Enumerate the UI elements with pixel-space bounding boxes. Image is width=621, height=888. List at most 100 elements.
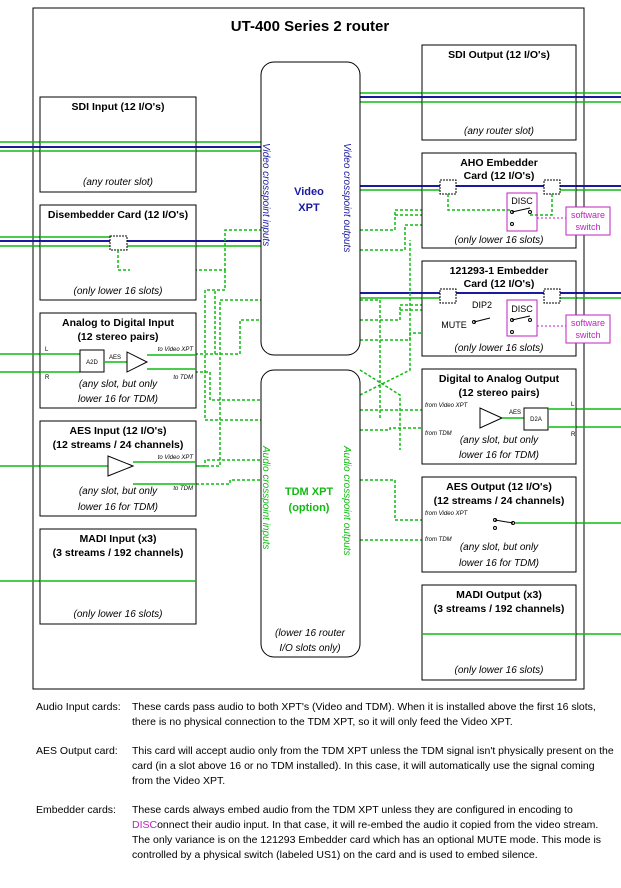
madi-input-card: MADI Input (x3) (3 streams / 192 channel…: [39, 528, 197, 625]
aes-input-card: AES Input (12 I/O's) (12 streams / 24 ch…: [39, 420, 197, 517]
madi-output-card: MADI Output (x3) (3 streams / 192 channe…: [421, 584, 577, 681]
sdi-input-card: SDI Input (12 I/O's) (any router slot): [39, 96, 197, 193]
aes-input-note-2: lower 16 for TDM): [78, 502, 158, 513]
dac-title: Digital to Analog Output: [439, 373, 560, 385]
madi-output-subtitle: (3 streams / 192 channels): [434, 603, 565, 615]
madi-input-title: MADI Input (x3): [80, 533, 157, 545]
tdm-xpt-note: (lower 16 router: [275, 628, 346, 639]
diagram-title: UT-400 Series 2 router: [231, 18, 390, 35]
aes-output-from-video: from Video XPT: [425, 511, 469, 517]
adc-note: (any slot, but only: [79, 379, 158, 390]
adc-note-2: lower 16 for TDM): [78, 394, 158, 405]
audio-bus-lines: [0, 92, 621, 635]
dac-from-video: from Video XPT: [425, 403, 469, 409]
aho-software-label: software: [571, 210, 605, 220]
dac-note: (any slot, but only: [460, 435, 539, 446]
aes-input-to-tdm: to TDM: [173, 486, 193, 492]
disc-highlight: DISC: [132, 819, 158, 831]
note-key: AES Output card:: [36, 745, 118, 757]
madi-output-note: (only lower 16 slots): [455, 665, 544, 676]
disembedder-card: Disembedder Card (12 I/O's) (only lower …: [39, 204, 197, 301]
note-text-part: onnect their audio input. In that case, …: [132, 819, 602, 861]
madi-input-subtitle: (3 streams / 192 channels): [53, 547, 184, 559]
emb-software-switch: [565, 314, 611, 344]
aes-output-title: AES Output (12 I/O's): [446, 481, 552, 493]
d2a-amplifier: [479, 407, 504, 429]
a2d-amplifier: [126, 351, 149, 373]
sdi-output-card: SDI Output (12 I/O's) (any router slot): [421, 44, 577, 141]
note-key: Audio Input cards:: [36, 701, 121, 713]
tdm-xpt-outputs-label: Audio crosspoint outputs: [341, 445, 352, 556]
madi-output-title: MADI Output (x3): [456, 589, 542, 601]
aho-tap-in: [439, 179, 457, 195]
tdm-xpt-note-2: I/O slots only): [279, 643, 340, 654]
madi-input-note: (only lower 16 slots): [74, 609, 163, 620]
tdm-xpt-inputs-label: Audio crosspoint inputs: [260, 445, 271, 549]
adc-subtitle: (12 stereo pairs): [77, 331, 158, 343]
aes-input-amplifier: [107, 455, 135, 477]
aho-software-switch: [565, 206, 611, 236]
dac-from-tdm: from TDM: [425, 431, 452, 437]
aes-output-note: (any slot, but only: [460, 542, 539, 553]
aho-embedder-card: AHO Embedder Card (12 I/O's) DISC softwa…: [421, 152, 611, 249]
adc-to-video: to Video XPT: [158, 347, 195, 353]
d2a-label: D2A: [530, 417, 542, 423]
emb-dip-label: DIP2: [472, 300, 492, 310]
tdm-xpt-label: TDM XPT: [285, 486, 334, 498]
emb-mute-label: MUTE: [441, 320, 467, 330]
a2d-label: A2D: [86, 360, 98, 366]
emb-switch-label: switch: [575, 330, 600, 340]
adc-r-label: R: [45, 375, 50, 381]
video-bus-lines: [0, 96, 621, 294]
emb-subtitle: Card (12 I/O's): [464, 278, 535, 290]
emb-title: 121293-1 Embedder: [450, 265, 549, 277]
emb-note: (only lower 16 slots): [455, 343, 544, 354]
analog-to-digital-card: Analog to Digital Input (12 stereo pairs…: [39, 312, 197, 409]
note-text: These cards pass audio to both XPT's (Vi…: [132, 701, 596, 728]
tdm-xpt-block: [260, 369, 361, 658]
emb-disc-switch-box: [506, 299, 538, 337]
note-embedder: Embedder cards: These cards always embed…: [36, 803, 616, 863]
note-aes-output: AES Output card: This card will accept a…: [36, 744, 616, 789]
note-key: Embedder cards:: [36, 804, 116, 816]
aes-output-card: AES Output (12 I/O's) (12 streams / 24 c…: [421, 476, 577, 573]
sdi-input-note: (any router slot): [83, 177, 153, 188]
aho-disc-label: DISC: [511, 196, 533, 206]
dac-subtitle: (12 stereo pairs): [458, 387, 539, 399]
dac-aes-label: AES: [509, 410, 521, 416]
adc-title: Analog to Digital Input: [62, 317, 174, 329]
adc-l-label: L: [45, 347, 49, 353]
sdi-output-note: (any router slot): [464, 126, 534, 137]
aho-disc-switch-box: [506, 192, 538, 232]
a2d-converter: [79, 349, 105, 373]
aes-input-title: AES Input (12 I/O's): [69, 425, 166, 437]
adc-to-tdm: to TDM: [173, 375, 193, 381]
disembedder-title: Disembedder Card (12 I/O's): [48, 209, 188, 221]
aho-embed-out: [543, 179, 561, 195]
sdi-input-title: SDI Input (12 I/O's): [72, 101, 165, 113]
sdi-output-title: SDI Output (12 I/O's): [448, 49, 550, 61]
aho-note: (only lower 16 slots): [455, 235, 544, 246]
video-xpt-label: Video: [294, 186, 324, 198]
aes-input-to-video: to Video XPT: [158, 455, 195, 461]
digital-to-analog-card: Digital to Analog Output (12 stereo pair…: [421, 368, 577, 465]
dac-r-label: R: [571, 432, 576, 438]
aes-output-note-2: lower 16 for TDM): [459, 558, 539, 569]
note-text: These cards always embed audio from the …: [132, 803, 616, 863]
disembedder-tap: [109, 235, 128, 251]
note-audio-input: Audio Input cards: These cards pass audi…: [36, 700, 616, 730]
aes-input-note: (any slot, but only: [79, 486, 158, 497]
video-xpt-inputs-label: Video crosspoint inputs: [260, 143, 271, 246]
video-xpt-label-2: XPT: [298, 202, 320, 214]
router-frame: [32, 7, 585, 690]
aho-subtitle: Card (12 I/O's): [464, 170, 535, 182]
emb-tap-in: [439, 288, 457, 304]
embedder-121293-card: 121293-1 Embedder Card (12 I/O's) DIP2 M…: [421, 260, 611, 357]
video-xpt-outputs-label: Video crosspoint outputs: [341, 143, 352, 252]
adc-aes-label: AES: [109, 355, 121, 361]
note-text-part: These cards always embed audio from the …: [132, 804, 573, 816]
disembedder-note: (only lower 16 slots): [74, 286, 163, 297]
explanatory-notes: Audio Input cards: These cards pass audi…: [36, 700, 616, 877]
aes-input-subtitle: (12 streams / 24 channels): [53, 439, 184, 451]
note-text: This card will accept audio only from th…: [132, 745, 614, 787]
